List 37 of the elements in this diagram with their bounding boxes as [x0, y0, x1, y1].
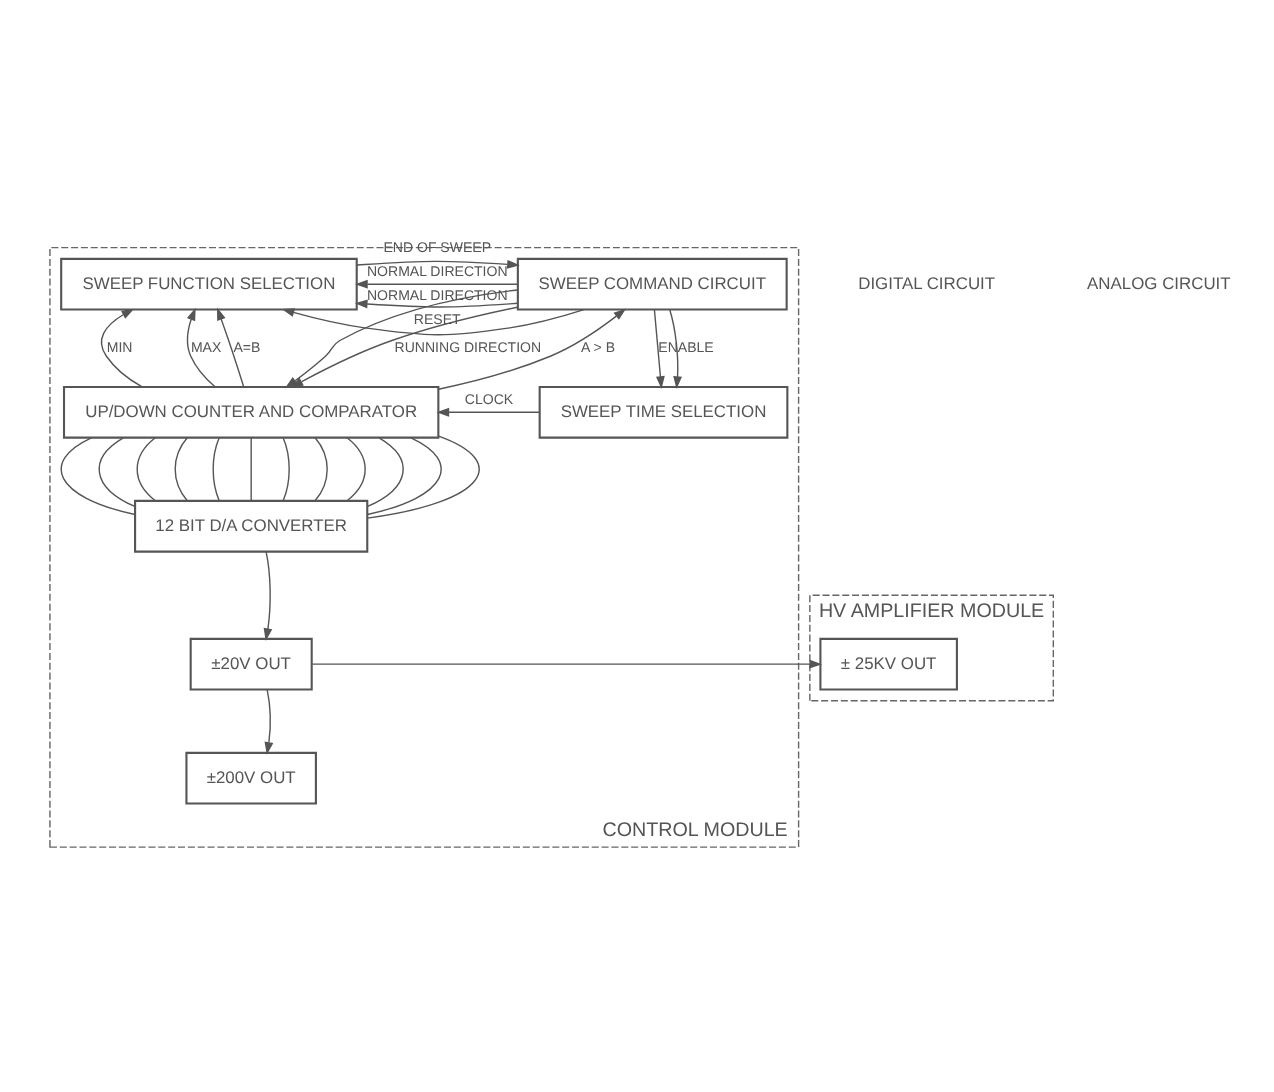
arrow — [264, 689, 274, 755]
connector — [346, 437, 366, 502]
node-box: 12 BIT D/A CONVERTER — [134, 499, 369, 553]
arrow — [100, 308, 143, 388]
connector — [366, 437, 404, 508]
connector — [136, 437, 157, 502]
node-box: ±20V OUT — [189, 637, 313, 691]
arrow — [436, 407, 541, 417]
node-box: SWEEP COMMAND CIRCUIT — [516, 257, 788, 311]
connector — [174, 437, 188, 502]
connector — [282, 437, 290, 502]
connector — [250, 437, 252, 502]
arrow — [653, 309, 665, 389]
arrow — [290, 306, 519, 388]
arrow — [669, 309, 683, 389]
connector — [212, 437, 220, 502]
arrow — [281, 308, 585, 336]
node-box: SWEEP FUNCTION SELECTION — [60, 257, 358, 311]
arrow — [217, 307, 245, 388]
connector — [366, 435, 480, 519]
arrow — [186, 307, 216, 388]
arrow — [356, 259, 520, 269]
label: ANALOG CIRCUIT — [1087, 272, 1231, 293]
connector — [98, 437, 136, 508]
node-box: SWEEP TIME SELECTION — [538, 385, 789, 439]
node-box: ± 25KV OUT — [819, 637, 958, 691]
label: DIGITAL CIRCUIT — [858, 272, 996, 293]
connector — [366, 437, 442, 516]
arrow — [354, 299, 519, 309]
connector — [314, 437, 328, 502]
arrow — [311, 659, 823, 669]
arrow — [263, 551, 273, 641]
node-box: ±200V OUT — [185, 751, 317, 805]
node-box: UP/DOWN COUNTER AND COMPARATOR — [62, 385, 440, 439]
arrow — [437, 308, 627, 390]
arrow — [355, 279, 519, 289]
connector — [60, 437, 136, 516]
